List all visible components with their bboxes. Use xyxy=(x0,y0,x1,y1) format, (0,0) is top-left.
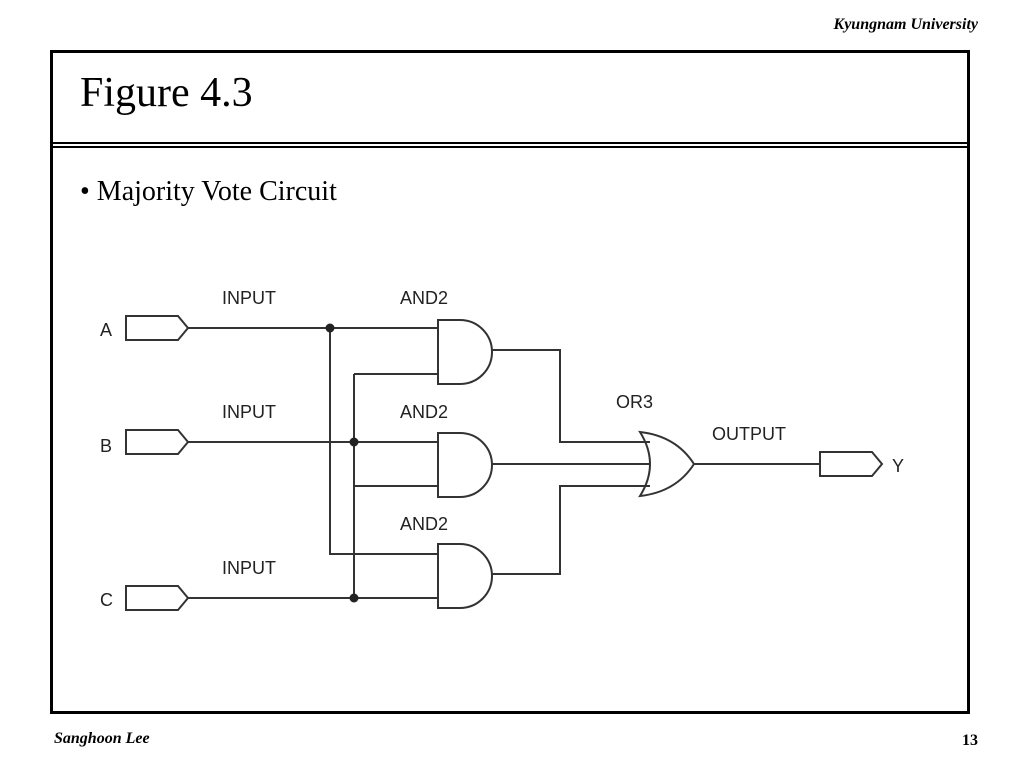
and-gate-3-label: AND2 xyxy=(400,514,448,534)
input-label-a: INPUT xyxy=(222,288,276,308)
and-gate-2-label: AND2 xyxy=(400,402,448,422)
input-pin-b-name: B xyxy=(100,436,112,456)
wire-and3-or xyxy=(492,485,650,575)
output-label: OUTPUT xyxy=(712,424,786,444)
and-gate-2-shape xyxy=(437,432,493,498)
junction-dot-b xyxy=(349,437,359,447)
input-label-c: INPUT xyxy=(222,558,276,578)
university-name: Kyungnam University xyxy=(833,16,978,33)
and-gate-1-label: AND2 xyxy=(400,288,448,308)
input-pin-a-name: A xyxy=(100,320,112,340)
wire-and1-or xyxy=(492,349,650,443)
junction-dot-a xyxy=(325,323,335,333)
input-pin-c-name: C xyxy=(100,590,113,610)
output-pin-y-shape xyxy=(819,451,884,477)
bus-a xyxy=(329,328,438,555)
input-pin-a-shape xyxy=(125,315,190,341)
and-gate-1-shape xyxy=(437,319,493,385)
slide-frame xyxy=(50,50,970,714)
or-gate-shape xyxy=(638,430,696,498)
title-divider-secondary xyxy=(53,146,967,148)
title-divider xyxy=(53,142,967,144)
bullet-text: • Majority Vote Circuit xyxy=(80,176,337,207)
or-gate-label: OR3 xyxy=(616,392,653,412)
input-pin-c-shape xyxy=(125,585,190,611)
input-pin-b-shape xyxy=(125,429,190,455)
slide-title: Figure 4.3 xyxy=(80,70,253,116)
author-name: Sanghoon Lee xyxy=(54,730,150,747)
page-number: 13 xyxy=(962,732,978,749)
output-pin-y-name: Y xyxy=(892,456,904,476)
and-gate-3-shape xyxy=(437,543,493,609)
input-label-b: INPUT xyxy=(222,402,276,422)
junction-dot-c xyxy=(349,593,359,603)
